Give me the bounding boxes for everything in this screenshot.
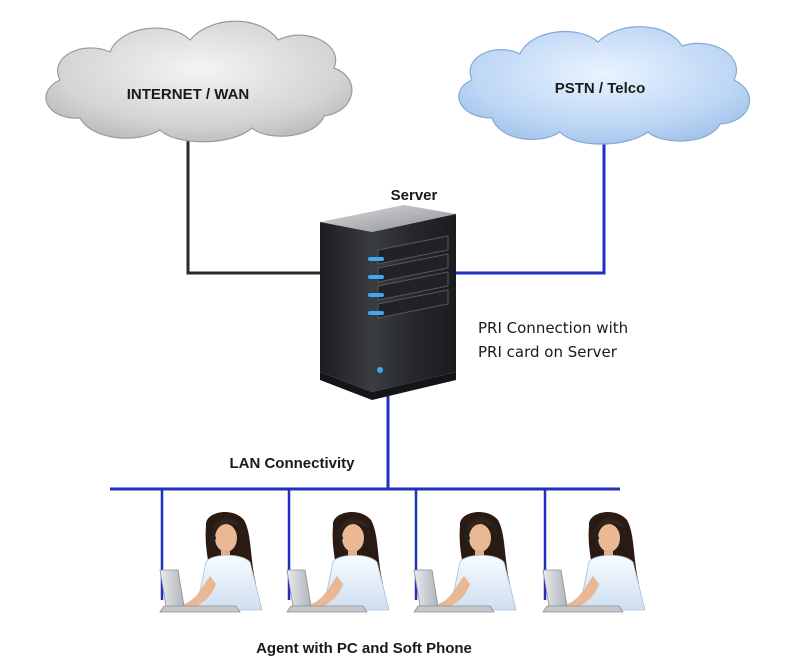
pstn-label: PSTN / Telco xyxy=(555,80,646,97)
agent-icon xyxy=(159,512,263,613)
agent-icon xyxy=(286,512,390,613)
agent-icon xyxy=(542,512,646,613)
cloud-icon xyxy=(45,20,353,143)
server-icon xyxy=(320,205,456,400)
pri-text-line1: PRI Connection with xyxy=(478,319,628,337)
pri-connection-line xyxy=(452,138,606,275)
internet-connection-line xyxy=(186,140,320,275)
agents-label: Agent with PC and Soft Phone xyxy=(256,640,472,657)
cloud-icon xyxy=(458,26,751,145)
server-label: Server xyxy=(391,187,438,204)
pri-text-line2: PRI card on Server xyxy=(478,343,618,361)
internet-label: INTERNET / WAN xyxy=(127,86,250,103)
agent-icon xyxy=(413,512,517,613)
lan-label: LAN Connectivity xyxy=(229,455,355,472)
